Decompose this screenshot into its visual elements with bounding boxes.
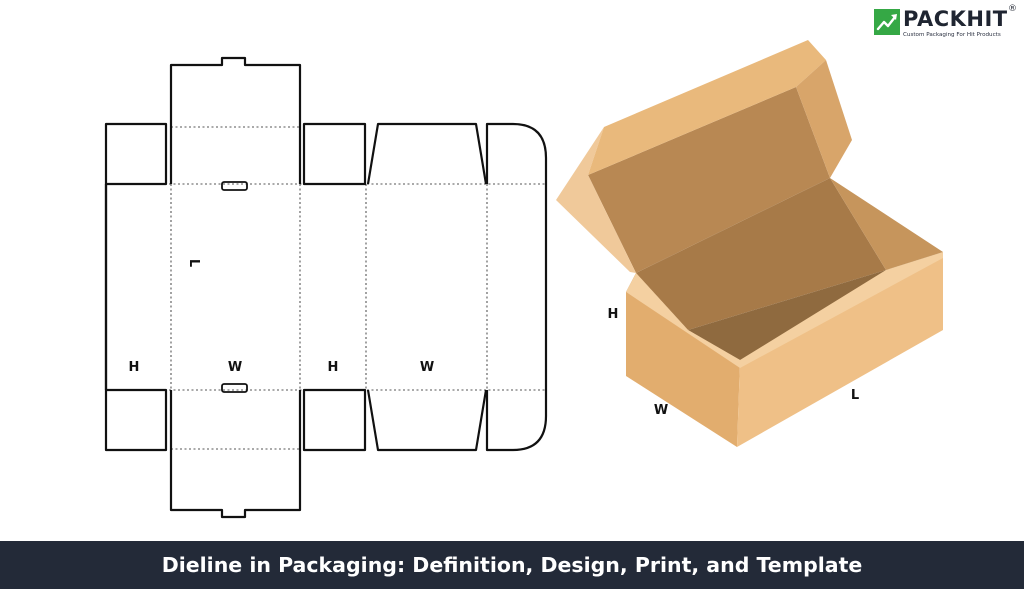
box-interior-back (636, 178, 886, 330)
box-interior-right (830, 178, 943, 270)
lid-slot-bottom (221, 383, 248, 393)
dieline-label-height-right: H (328, 360, 339, 375)
flap-bottom-rounded (485, 390, 548, 452)
registered-mark: ® (1008, 4, 1017, 14)
box-label-height: H (608, 307, 619, 322)
brand-name: PACKHIT (903, 7, 1008, 31)
box-lid-side-left (556, 127, 636, 273)
page-title: Dieline in Packaging: Definition, Design… (161, 552, 863, 577)
box-lid-top-edge (588, 40, 826, 175)
flap-bottom-middle (302, 388, 367, 452)
flap-bottom-left (104, 388, 168, 452)
lid-slot-top (221, 181, 248, 191)
box-lid-inner (588, 87, 830, 273)
dieline-label-length: L (186, 259, 201, 267)
flap-top-left (104, 122, 168, 186)
box-rim (626, 252, 943, 368)
dieline-label-width-left: W (228, 360, 242, 375)
box-face-length (737, 252, 943, 447)
flap-top-trapezoid (366, 122, 488, 185)
fold-lines (106, 126, 546, 450)
title-band: Dieline in Packaging: Definition, Design… (0, 541, 1024, 589)
upward-arrow-icon (874, 9, 900, 35)
box-label-width: W (654, 403, 668, 418)
dieline-template (104, 56, 548, 519)
lid-panel-top (169, 56, 302, 184)
dieline-label-height-left: H (129, 360, 140, 375)
brand-tagline: Custom Packaging For Hit Products (903, 32, 1001, 38)
box-label-length: L (851, 388, 859, 403)
box-lid-side-right (796, 60, 852, 178)
flap-top-middle (302, 122, 367, 186)
lid-panel-bottom (169, 390, 302, 519)
flap-bottom-trapezoid (366, 389, 488, 452)
brand-logo: PACKHIT ® Custom Packaging For Hit Produ… (874, 4, 1020, 46)
body-outline (104, 184, 548, 390)
box-face-width (626, 292, 740, 447)
flap-top-rounded (485, 122, 548, 184)
open-box-illustration (556, 40, 943, 447)
dieline-label-width-right: W (420, 360, 434, 375)
